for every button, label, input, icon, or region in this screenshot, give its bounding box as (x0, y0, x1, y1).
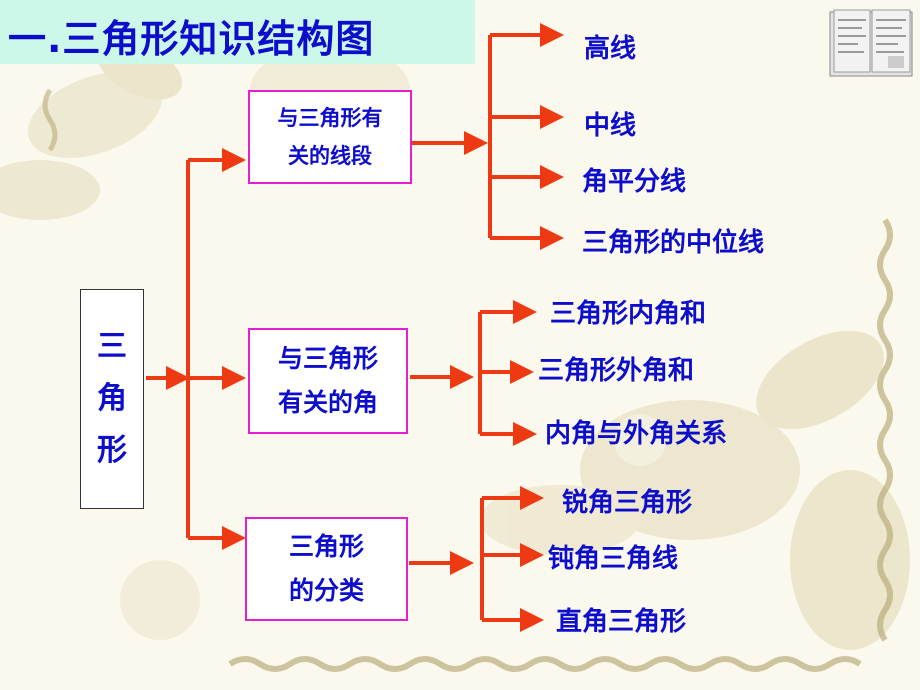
leaf-obtuse-triangle: 钝角三角线 (548, 544, 679, 574)
leaf-midline: 三角形的中位线 (582, 228, 765, 258)
branch-label: 关的线段 (288, 144, 372, 168)
root-char: 形 (97, 433, 127, 468)
leaf-median: 中线 (584, 111, 637, 141)
branch-box-segments: 与三角形有 关的线段 (248, 90, 412, 184)
branch-label: 与三角形 (277, 344, 378, 373)
leaf-exterior-angle-sum: 三角形外角和 (538, 356, 695, 386)
page-title: 一.三角形知识结构图 (8, 17, 375, 61)
leaf-interior-angle-sum: 三角形内角和 (550, 299, 707, 329)
root-char: 三 (97, 329, 127, 364)
branch-box-classification: 三角形 的分类 (245, 517, 408, 621)
leaf-altitude: 高线 (584, 34, 637, 64)
root-node-triangle: 三 角 形 (80, 289, 144, 509)
leaf-interior-exterior-relation: 内角与外角关系 (545, 419, 728, 449)
title-band (0, 0, 475, 64)
branch-label: 有关的角 (277, 388, 378, 417)
branch-box-angles: 与三角形 有关的角 (248, 328, 408, 434)
root-char: 角 (97, 381, 127, 416)
branch-label: 三角形 (288, 532, 364, 561)
branch-label: 的分类 (288, 576, 364, 605)
branch-label: 与三角形有 (277, 106, 383, 130)
leaf-angle-bisector: 角平分线 (582, 167, 687, 197)
leaf-acute-triangle: 锐角三角形 (562, 488, 693, 518)
book-icon (829, 9, 913, 77)
leaf-right-triangle: 直角三角形 (556, 607, 687, 637)
